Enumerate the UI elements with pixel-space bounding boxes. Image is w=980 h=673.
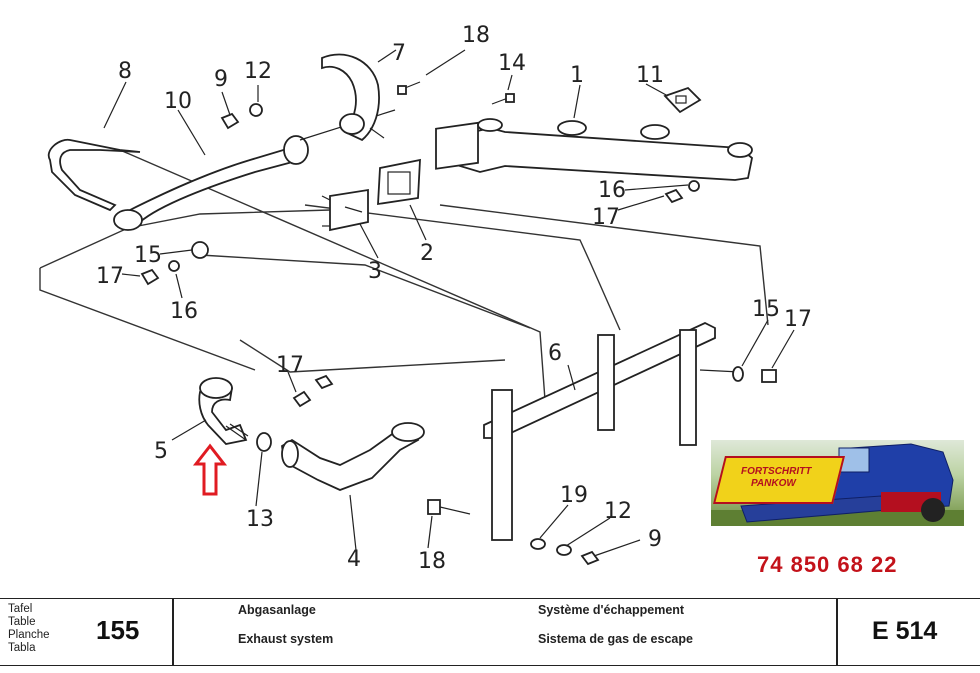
fasteners [140,81,777,566]
small-gasket [663,86,702,114]
table-number: 155 [96,615,140,645]
connecting-pipe [281,422,425,491]
part-label: 6 [548,341,562,366]
label-es: Tabla [8,642,36,654]
part-label: 19 [560,483,588,508]
part-label: 12 [604,499,632,524]
part-label: 17 [96,264,124,289]
part-label: 1 [570,63,584,88]
part-label: 18 [418,549,446,574]
part-label: 18 [462,23,490,48]
harvester-promo-image: FORTSCHRITT PANKOW [711,440,964,526]
label-de: Tafel [8,603,33,615]
rear-muffler-pipe [47,109,396,231]
part-label: 12 [244,59,272,84]
table-label-cell: Tafel Table Planche Tabla 155 [0,599,172,665]
part-label: 14 [498,51,526,76]
label-en: Table [8,616,36,628]
part-label: 16 [170,299,198,324]
part-label: 15 [134,243,162,268]
title-en: Exhaust system [238,632,334,646]
brand-name-line1: FORTSCHRITT [741,466,812,477]
highlight-arrow [192,443,228,496]
part-label: 9 [214,67,228,92]
part-label: 16 [598,178,626,203]
divider [172,599,174,665]
part-label: 11 [636,63,664,88]
phone-number: 74 850 68 22 [757,552,898,577]
elbow-pipe [198,377,249,445]
part-label: 4 [347,547,361,572]
exhaust-system-diagram: 1 2 3 4 5 6 7 8 9 10 11 12 12 13 14 15 1… [39,23,812,574]
exhaust-manifold [435,118,753,181]
part-label: 13 [246,507,274,532]
part-label: 17 [276,353,304,378]
part-label: 7 [392,41,406,66]
part-label: 8 [118,59,132,84]
part-number-labels: 1 2 3 4 5 6 7 8 9 10 11 12 12 13 14 15 1… [96,23,812,574]
heat-shield [321,53,385,142]
part-label: 17 [784,307,812,332]
part-label: 17 [592,205,620,230]
harvester-illustration [711,443,964,526]
leader-lines [103,49,795,557]
divider [836,599,838,665]
part-label: 3 [368,259,382,284]
part-label: 5 [154,439,168,464]
part-label: 10 [164,89,192,114]
title-es: Sistema de gas de escape [538,632,693,646]
page-footer: Tafel Table Planche Tabla 155 Abgasanlag… [0,598,980,666]
label-fr: Planche [8,629,50,641]
part-label: 15 [752,297,780,322]
model-code: E 514 [872,617,938,645]
frame-lines [39,149,769,401]
brand-name-line2: PANKOW [751,478,796,489]
part-label: 9 [648,527,662,552]
part-label: 2 [420,241,434,266]
title-fr: Système d'échappement [538,603,685,617]
title-de: Abgasanlage [238,603,316,617]
support-bracket [483,322,741,541]
sealing-ring [256,432,272,452]
flange-gaskets [329,158,421,232]
